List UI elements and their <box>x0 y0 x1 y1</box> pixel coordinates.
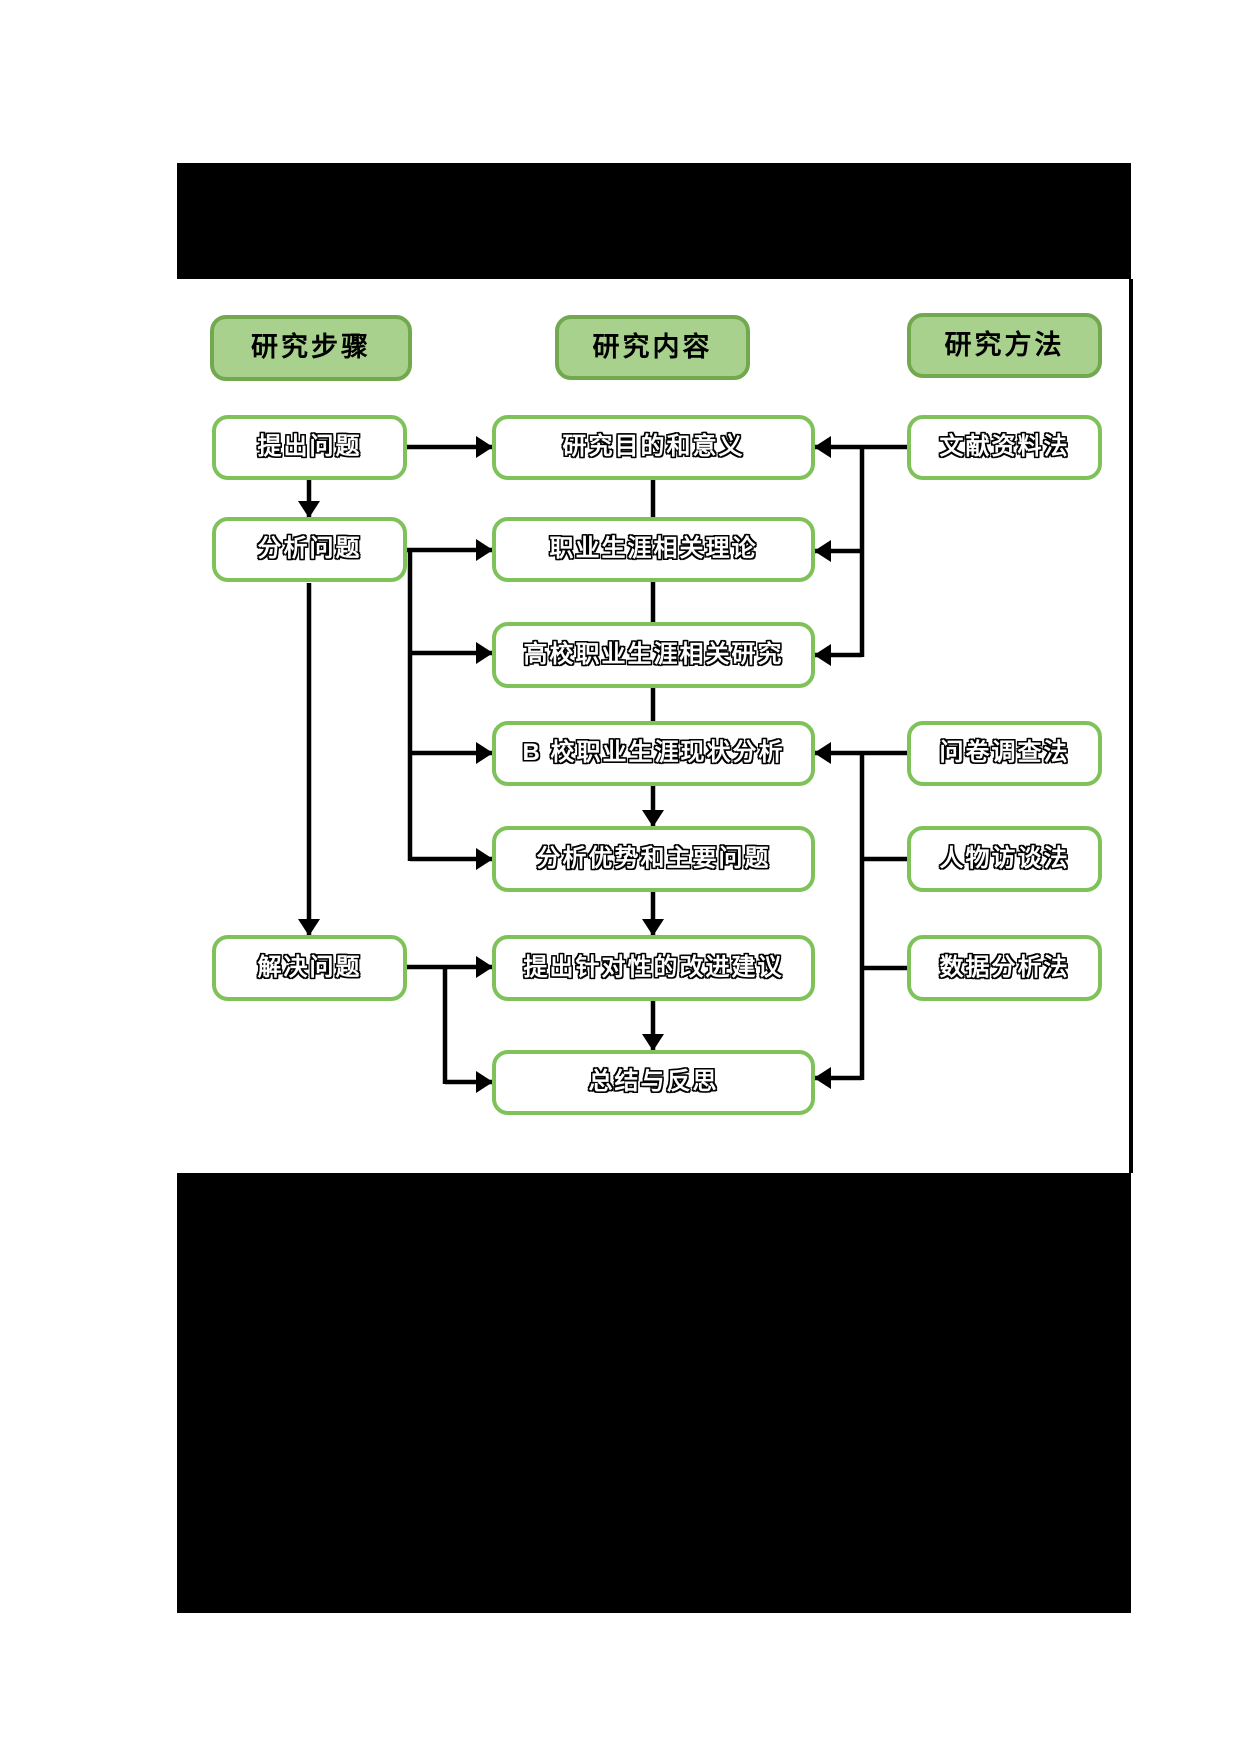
column-header-steps: 研究步骤 <box>210 315 412 381</box>
table-cell-right-border <box>1129 279 1133 1173</box>
node-content-university-career-research: 高校职业生涯相关研究 <box>492 622 815 688</box>
column-header-content: 研究内容 <box>555 315 750 380</box>
node-content-school-b-status-analysis: B 校职业生涯现状分析 <box>492 721 815 786</box>
node-content-strengths-problems: 分析优势和主要问题 <box>492 826 815 892</box>
node-content-purpose-significance: 研究目的和意义 <box>492 415 815 480</box>
node-step-raise-question: 提出问题 <box>212 415 407 480</box>
node-method-literature: 文献资料法 <box>907 415 1102 480</box>
column-header-methods: 研究方法 <box>907 313 1102 378</box>
node-content-summary-reflection: 总结与反思 <box>492 1050 815 1115</box>
node-method-interview: 人物访谈法 <box>907 826 1102 892</box>
node-step-analyze-question: 分析问题 <box>212 517 407 582</box>
node-step-solve-question: 解决问题 <box>212 935 407 1001</box>
node-content-improvement-suggestions: 提出针对性的改进建议 <box>492 935 815 1001</box>
redacted-block-bottom <box>177 1173 1131 1613</box>
node-method-data-analysis: 数据分析法 <box>907 935 1102 1001</box>
redacted-block-top <box>177 163 1131 279</box>
node-content-career-theory: 职业生涯相关理论 <box>492 517 815 582</box>
node-method-questionnaire: 问卷调查法 <box>907 721 1102 786</box>
